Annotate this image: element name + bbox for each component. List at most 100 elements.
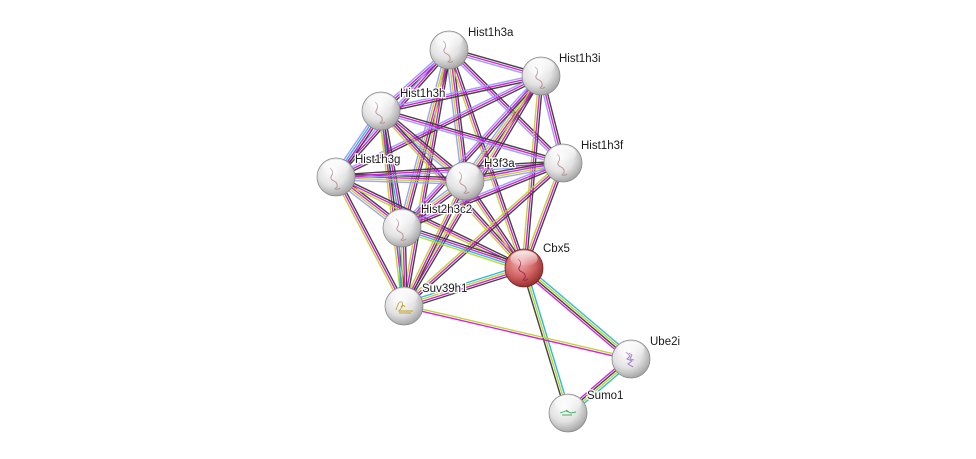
edge-line-lime <box>378 111 403 307</box>
edge-line-lime <box>400 230 524 272</box>
edge-line-cyan <box>525 267 571 413</box>
edge-line-magenta <box>465 76 543 183</box>
node-label: H3f3a <box>484 158 515 170</box>
edge-line-lime <box>400 49 449 228</box>
node-hist1h3g[interactable]: Hist1h3g <box>316 153 402 197</box>
edge-line-magenta <box>448 49 564 164</box>
edge-line-magenta <box>380 110 564 164</box>
node-highlight <box>527 58 555 75</box>
edge-line-black <box>336 173 466 179</box>
edge-cbx5-ube2i[interactable] <box>521 265 634 362</box>
edge-line-lavender <box>335 179 465 185</box>
edge-hist2h3c2-cbx5[interactable] <box>400 224 526 272</box>
edge-line-magenta <box>402 226 525 268</box>
edge-line-magenta <box>448 49 525 269</box>
node-suv39h1[interactable]: Suv39h1 <box>384 282 469 326</box>
edge-h3f3a-suv39h1[interactable] <box>401 179 468 308</box>
edge-line-black <box>405 181 468 308</box>
edge-hist1h3i-hist1h3h[interactable] <box>380 73 542 114</box>
node-highlight <box>388 210 416 227</box>
node-label: Hist1h3f <box>581 140 624 152</box>
edge-line-magenta <box>404 268 525 308</box>
node-label: Hist2h3c2 <box>421 204 472 216</box>
edge-line-magenta <box>401 75 542 229</box>
edge-line-lime <box>401 49 448 306</box>
node-highlight <box>617 341 645 358</box>
edge-line-lavender <box>380 112 563 166</box>
node-sumo1[interactable]: Sumo1 <box>548 389 625 433</box>
edge-suv39h1-ube2i[interactable] <box>403 304 632 361</box>
node-label: Hist1h3i <box>559 53 601 65</box>
edge-line-cyan <box>401 228 524 270</box>
node-label: Hist1h3g <box>355 154 400 166</box>
edge-line-black <box>404 270 526 310</box>
edge-line-lime <box>402 160 563 305</box>
edge-line-magenta <box>336 175 466 181</box>
node-hist1h3a[interactable]: Hist1h3a <box>429 26 515 70</box>
edge-line-lavender <box>398 49 447 228</box>
edge-line-lime <box>335 177 465 183</box>
edge-line-black <box>449 48 565 163</box>
edge-line-magenta <box>380 75 542 112</box>
node-highlight <box>554 395 582 412</box>
edge-line-black <box>336 174 526 267</box>
edge-line-magenta <box>403 180 466 307</box>
edge-line-lime <box>524 266 633 359</box>
edge-line-black <box>402 224 526 266</box>
edge-line-black <box>381 77 542 114</box>
node-highlight <box>451 163 479 180</box>
edge-cbx5-suv39h1[interactable] <box>402 264 526 310</box>
node-hist1h3f[interactable]: Hist1h3f <box>543 139 625 183</box>
edge-line-black <box>335 160 563 176</box>
edge-line-magenta <box>335 75 542 178</box>
node-hist1h3i[interactable]: Hist1h3i <box>521 52 602 96</box>
node-label: Suv39h1 <box>422 283 467 295</box>
node-hist1h3h[interactable]: Hist1h3h <box>361 87 447 131</box>
edge-hist1h3f-hist2h3c2[interactable] <box>400 160 565 231</box>
edge-hist1h3a-hist1h3f[interactable] <box>447 48 565 165</box>
edge-line-black <box>337 175 407 306</box>
edge-hist1h3g-suv39h1[interactable] <box>333 175 407 308</box>
edge-line-black <box>521 268 567 414</box>
edge-line-lavender <box>380 73 541 110</box>
edge-hist1h3f-suv39h1[interactable] <box>402 160 565 309</box>
node-h3f3a[interactable]: H3f3a <box>445 157 517 201</box>
edge-line-magenta <box>403 306 631 361</box>
edge-line-lavender <box>400 160 563 227</box>
node-highlight <box>510 250 538 267</box>
node-label: Cbx5 <box>543 243 570 255</box>
node-label: Hist1h3a <box>468 27 514 39</box>
edge-line-lavender <box>399 74 540 228</box>
node-label: Hist1h3h <box>400 88 445 100</box>
edge-line-lime <box>403 266 524 306</box>
edge-line-cyan <box>525 265 634 358</box>
edge-line-lime <box>333 177 403 308</box>
edge-line-black <box>383 110 406 228</box>
node-highlight <box>435 32 463 49</box>
edge-hist1h3h-hist1h3f[interactable] <box>380 108 564 166</box>
edge-line-black <box>381 108 564 162</box>
edge-line-magenta <box>449 49 467 181</box>
node-ube2i[interactable]: Ube2i <box>611 335 681 379</box>
edge-hist1h3g-h3f3a[interactable] <box>335 173 466 185</box>
node-highlight <box>322 159 350 176</box>
node-highlight <box>367 93 395 110</box>
edge-line-magenta <box>403 49 450 307</box>
edge-line-magenta <box>335 176 405 307</box>
node-label: Sumo1 <box>587 390 623 402</box>
edge-line-black <box>403 76 544 230</box>
edge-line-magenta <box>335 176 525 269</box>
edge-line-cyan <box>402 264 524 304</box>
edge-line-magenta <box>401 162 564 229</box>
edge-hist1h3i-hist2h3c2[interactable] <box>399 74 544 230</box>
edge-line-black <box>522 268 631 361</box>
edge-line-lime <box>401 179 464 306</box>
edge-line-magenta <box>403 162 564 307</box>
node-cbx5[interactable]: Cbx5 <box>504 242 571 288</box>
node-hist2h3c2[interactable]: Hist2h3c2 <box>382 203 473 248</box>
node-highlight <box>549 145 577 162</box>
edge-line-lavender <box>447 50 563 165</box>
edge-line-black <box>404 164 565 309</box>
